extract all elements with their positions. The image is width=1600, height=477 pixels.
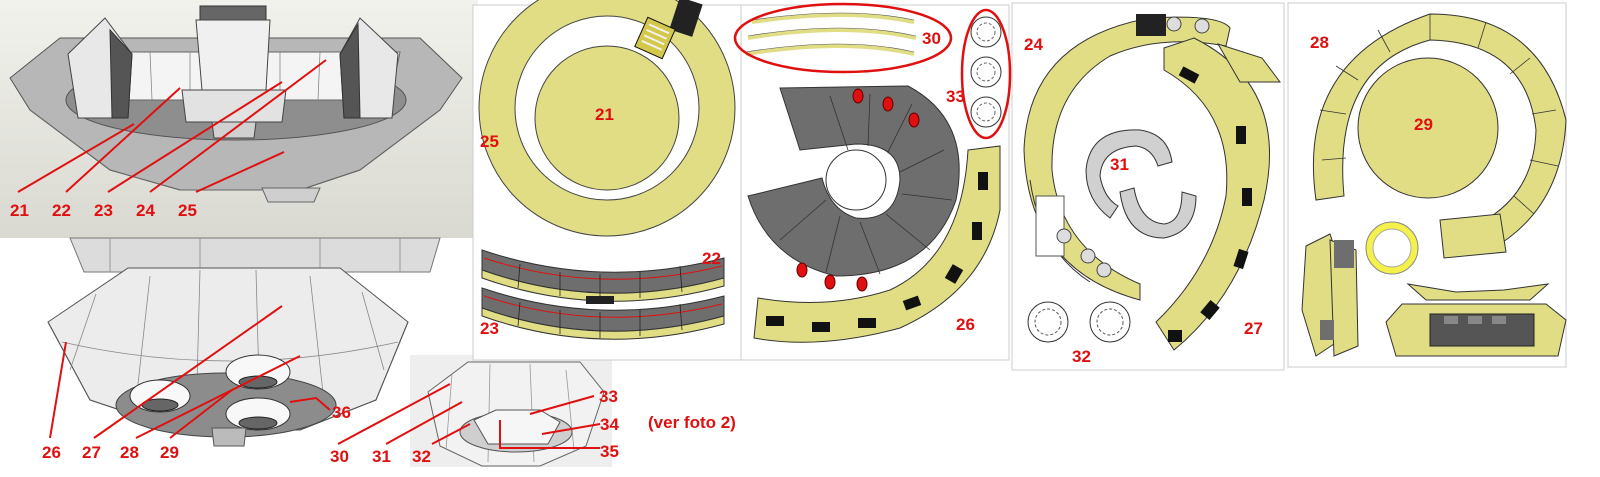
label-21: 21 [10,201,29,220]
label-31: 31 [372,447,391,466]
label-26-sheet: 26 [956,315,975,334]
sheet-a: 21 25 22 23 [472,0,742,361]
label-29-sheet: 29 [1414,115,1433,134]
label-23: 23 [94,201,113,220]
render-engine-detail: 30 31 32 33 34 35 [330,355,619,467]
label-27-sheet: 27 [1244,319,1263,338]
render-top-view: 21 22 23 24 25 [0,0,478,238]
label-22: 22 [52,201,71,220]
sheet-d: 29 28 [1287,2,1567,368]
label-30-sheet: 30 [922,29,941,48]
label-32: 32 [412,447,431,466]
label-25-sheet: 25 [480,132,499,151]
label-36: 36 [332,403,351,422]
label-33-sheet: 33 [946,87,965,106]
label-33: 33 [599,387,618,406]
label-25: 25 [178,201,197,220]
label-31-sheet: 31 [1110,155,1129,174]
label-24-sheet: 24 [1024,35,1043,54]
label-23-sheet: 23 [480,319,499,338]
label-34: 34 [600,415,619,434]
label-27: 27 [82,443,101,462]
render-bottom-view: 26 27 28 29 36 [42,237,470,462]
label-35: 35 [600,442,619,461]
caption-ver-foto-2: (ver foto 2) [648,413,736,432]
label-21-sheet: 21 [595,105,614,124]
sheet-b: 30 33 [733,2,1012,361]
label-24: 24 [136,201,155,220]
label-30: 30 [330,447,349,466]
label-32-sheet: 32 [1072,347,1091,366]
label-29: 29 [160,443,179,462]
label-28: 28 [120,443,139,462]
label-26: 26 [42,443,61,462]
label-28-sheet: 28 [1310,33,1329,52]
sheet-c: 24 27 31 32 [1011,2,1285,371]
label-22-sheet: 22 [702,249,721,268]
